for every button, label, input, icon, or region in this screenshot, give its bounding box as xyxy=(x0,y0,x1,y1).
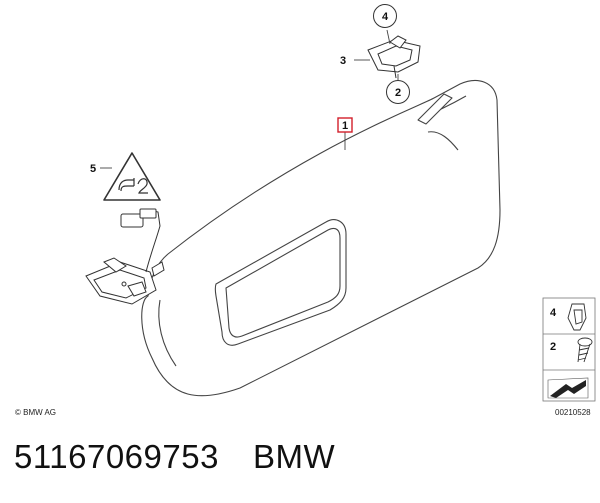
svg-text:3: 3 xyxy=(340,55,346,67)
callout-2: 2 xyxy=(386,80,410,104)
cable-connector xyxy=(120,208,165,277)
arrow-icon xyxy=(547,377,589,399)
callout-3: 3 xyxy=(340,55,346,67)
part-number: 51167069753 xyxy=(14,438,219,475)
svg-text:2: 2 xyxy=(550,341,556,353)
warning-label-5 xyxy=(103,152,161,201)
sun-visor xyxy=(141,80,501,397)
clip-part-3 xyxy=(367,35,421,79)
svg-text:1: 1 xyxy=(342,120,348,132)
clip-icon xyxy=(567,303,587,331)
callout-4: 4 xyxy=(373,4,397,28)
parts-diagram: 4 3 2 5 1 4 2 xyxy=(15,4,596,417)
part-title: 51167069753 BMW xyxy=(14,438,335,476)
diagram-number: 00210528 xyxy=(555,408,591,417)
visor-bracket xyxy=(85,257,157,305)
svg-text:4: 4 xyxy=(382,11,389,23)
callout-1: 1 xyxy=(337,117,353,133)
svg-text:5: 5 xyxy=(90,163,96,175)
svg-text:2: 2 xyxy=(395,87,401,99)
callout-5: 5 xyxy=(90,163,96,175)
screw-icon xyxy=(577,337,593,363)
brand-name: BMW xyxy=(252,438,336,475)
copyright-text: © BMW AG xyxy=(15,408,56,417)
legend-panel: 4 2 xyxy=(542,297,596,402)
svg-text:4: 4 xyxy=(550,307,557,319)
